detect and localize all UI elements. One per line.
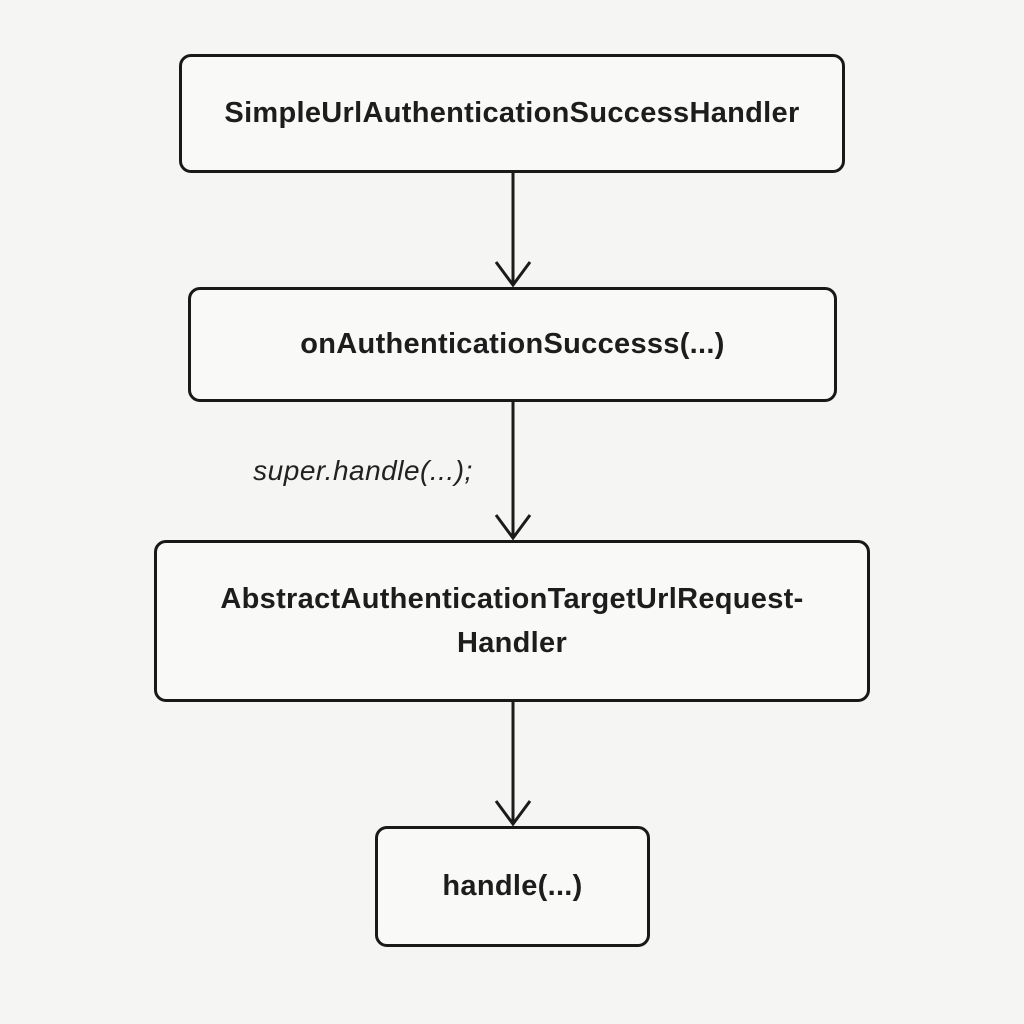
arrow-down-icon xyxy=(494,173,532,288)
edge-label-super-handle: super.handle(...); xyxy=(253,455,473,486)
node-label: handle(...) xyxy=(442,870,583,902)
node-simple-url-authentication-success-handler: SimpleUrlAuthenticationSuccessHandler xyxy=(179,54,845,173)
arrow-down-icon xyxy=(494,702,532,827)
node-on-authentication-success: onAuthenticationSuccesss(...) xyxy=(188,287,837,402)
node-label-line-2: Handler xyxy=(456,627,568,659)
node-handle: handle(...) xyxy=(375,826,650,947)
node-abstract-authentication-target-url-request-handler: AbstractAuthenticationTargetUrlRequest- … xyxy=(154,540,870,702)
node-label-line-1: AbstractAuthenticationTargetUrlRequest- xyxy=(220,583,804,615)
node-label: onAuthenticationSuccesss(...) xyxy=(300,328,725,360)
node-label: SimpleUrlAuthenticationSuccessHandler xyxy=(224,97,800,129)
